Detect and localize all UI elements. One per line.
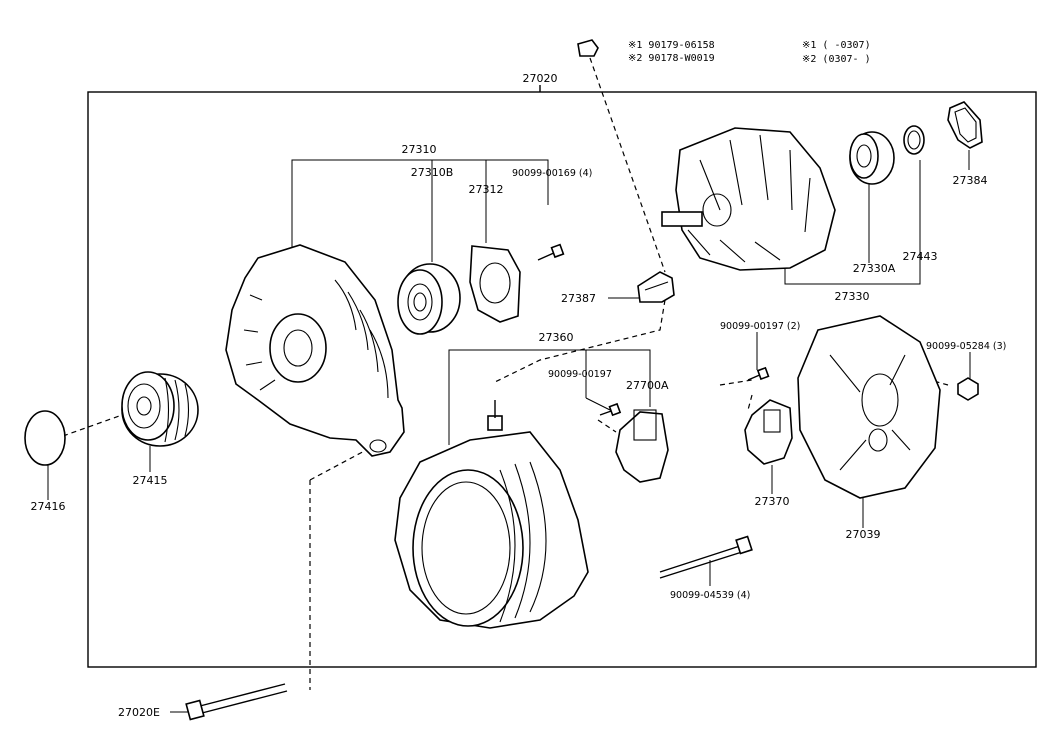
label-90099-00197-a: 90099-00197 xyxy=(548,369,612,380)
rotor-27330 xyxy=(661,127,836,271)
note-1: ※1 90179-06158 xyxy=(628,40,715,51)
seal-27384 xyxy=(947,101,983,149)
bearing-27330A xyxy=(849,131,895,185)
cap-27416 xyxy=(24,410,66,466)
ring-27443 xyxy=(903,125,925,155)
bolt-90099-04539 xyxy=(659,535,753,579)
note-2: ※2 90178-W0019 xyxy=(628,53,715,64)
screw-90099-00197-a xyxy=(599,402,622,417)
label-27700A: 27700A xyxy=(626,379,669,392)
nut-90099-05284 xyxy=(957,377,979,401)
insulator-27387 xyxy=(637,271,675,303)
nut-top xyxy=(577,39,599,57)
label-27312: 27312 xyxy=(469,183,504,196)
label-27370: 27370 xyxy=(755,495,790,508)
brush-holder-27370 xyxy=(744,399,793,465)
regulator-27700A xyxy=(615,409,669,483)
label-27039: 27039 xyxy=(846,528,881,541)
stator-27360 xyxy=(394,400,589,629)
label-27330A: 27330A xyxy=(853,262,896,275)
label-90099-05284: 90099-05284 (3) xyxy=(926,341,1006,352)
label-27415: 27415 xyxy=(133,474,168,487)
screw-90099-00197-b xyxy=(747,366,770,381)
label-27360: 27360 xyxy=(539,331,574,344)
label-90099-04539: 90099-04539 (4) xyxy=(670,590,750,601)
plate-27312 xyxy=(469,245,521,323)
label-27310: 27310 xyxy=(402,143,437,156)
label-27387: 27387 xyxy=(561,292,596,305)
pulley-27415 xyxy=(121,371,199,447)
label-27416: 27416 xyxy=(31,500,66,513)
front-housing-27310 xyxy=(225,244,405,457)
assembly-frame xyxy=(87,91,1037,668)
note-3: ※1 ( -0307) xyxy=(802,40,871,51)
screw-90099-00169 xyxy=(537,243,565,261)
label-27384: 27384 xyxy=(953,174,988,187)
bolt-27020E xyxy=(185,683,288,721)
label-27330: 27330 xyxy=(835,290,870,303)
label-27020E: 27020E xyxy=(118,706,160,719)
label-90099-00169: 90099-00169 (4) xyxy=(512,168,592,179)
label-assembly: 27020 xyxy=(523,72,558,85)
rear-cover-27039 xyxy=(797,315,941,499)
label-27310B: 27310B xyxy=(411,166,454,179)
bearing-27310B xyxy=(397,263,461,335)
note-4: ※2 (0307- ) xyxy=(802,54,871,65)
label-27443: 27443 xyxy=(903,250,938,263)
label-90099-00197-b: 90099-00197 (2) xyxy=(720,321,800,332)
